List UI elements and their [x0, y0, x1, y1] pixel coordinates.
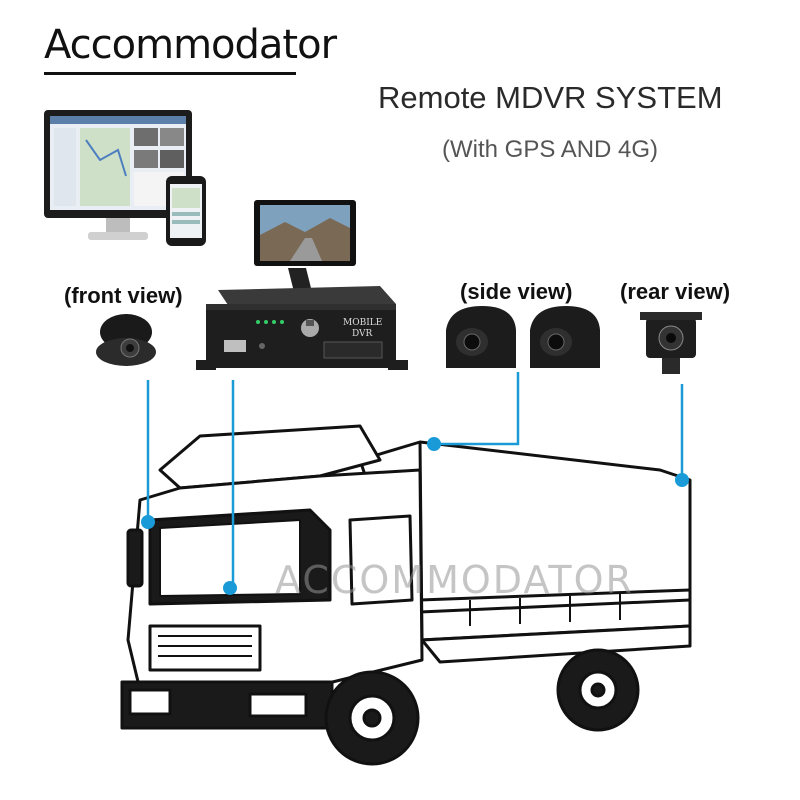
side-camera-left-icon	[446, 306, 516, 368]
rear-camera-icon	[640, 312, 702, 374]
label-front-view: (front view)	[64, 283, 183, 308]
watermark-text: ACCOMMODATOR	[275, 558, 634, 602]
mdvr-recorder-icon: MOBILE DVR	[196, 286, 408, 370]
label-side-view: (side view)	[460, 279, 573, 304]
diagram-title: Remote MDVR SYSTEM	[378, 80, 723, 115]
connector-dots	[141, 437, 689, 595]
monitor-icon	[44, 110, 192, 240]
brand-underline	[44, 72, 296, 75]
dvr-label-line2: DVR	[352, 329, 373, 339]
side-camera-right-icon	[530, 306, 600, 368]
truck-illustration	[120, 424, 692, 766]
connector-lines	[146, 372, 684, 588]
label-rear-view: (rear view)	[620, 279, 731, 304]
brand-logo-text: Accommodator	[44, 22, 337, 68]
dvr-label-line1: MOBILE	[343, 318, 382, 328]
smartphone-icon	[166, 176, 206, 246]
diagram-subtitle: (With GPS AND 4G)	[442, 136, 659, 163]
display-monitor-icon	[254, 200, 356, 300]
front-dome-camera-icon	[96, 314, 156, 366]
